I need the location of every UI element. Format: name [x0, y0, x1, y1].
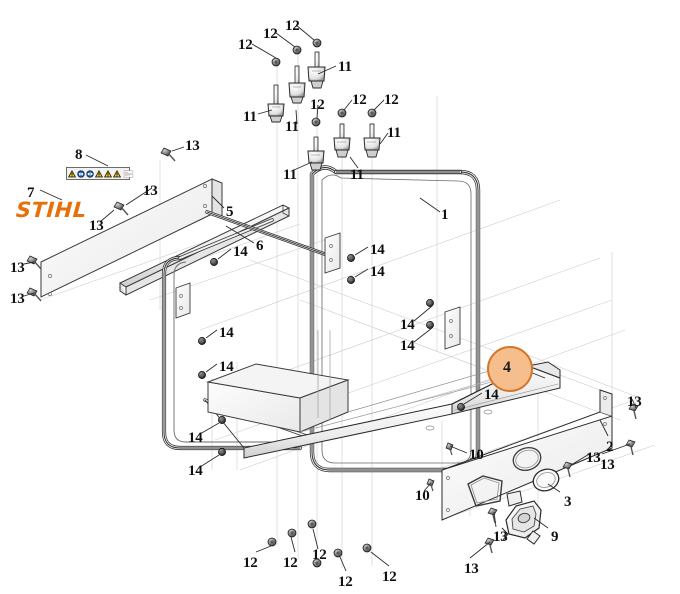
warning-triangle-icon — [95, 169, 103, 177]
callout-number-13: 13 — [600, 457, 615, 473]
text-block-icon — [123, 170, 134, 177]
callout-number-14: 14 — [370, 264, 385, 280]
callout-number-12: 12 — [310, 97, 325, 113]
callout-number-12: 12 — [243, 555, 258, 571]
callout-number-14: 14 — [400, 338, 415, 354]
callout-number-11: 11 — [338, 59, 352, 75]
callout-number-13: 13 — [89, 218, 104, 234]
callout-number-11: 11 — [283, 167, 297, 183]
callout-number-8: 8 — [75, 147, 83, 163]
callout-number-14: 14 — [233, 244, 248, 260]
callout-number-13: 13 — [627, 394, 642, 410]
base-rail-structure — [206, 330, 531, 433]
callout-number-12: 12 — [263, 26, 278, 42]
construction-lines — [39, 48, 656, 568]
callout-number-2: 2 — [606, 439, 614, 455]
read-manual-icon — [77, 169, 85, 178]
callout-number-5: 5 — [226, 204, 234, 220]
callout-number-13: 13 — [143, 183, 158, 199]
eye-protection-icon — [86, 169, 94, 178]
callout-number-13: 13 — [10, 260, 25, 276]
part-10-rivets — [426, 442, 454, 492]
frame-left-loop — [161, 218, 303, 451]
callout-number-10: 10 — [469, 447, 484, 463]
part-12-nuts — [267, 38, 377, 568]
callout-number-11: 11 — [285, 119, 299, 135]
warning-triangle-icon — [104, 169, 112, 177]
callout-number-14: 14 — [188, 463, 203, 479]
callout-number-12: 12 — [352, 92, 367, 108]
frame-mount-brackets — [324, 232, 461, 350]
callout-number-14: 14 — [400, 317, 415, 333]
callout-number-12: 12 — [382, 569, 397, 585]
callout-number-14: 14 — [219, 359, 234, 375]
callout-number-9: 9 — [551, 529, 559, 545]
callout-number-6: 6 — [256, 238, 264, 254]
part-9-clamp-bracket — [501, 490, 542, 545]
callout-number-12: 12 — [338, 574, 353, 590]
part-3-grommet — [532, 468, 560, 492]
left-loop-mount-tabs — [175, 282, 191, 319]
callout-leader-lines — [23, 24, 637, 572]
warning-triangle-icon — [68, 169, 76, 177]
callout-number-14: 14 — [370, 242, 385, 258]
callout-number-12: 12 — [285, 18, 300, 34]
callout-number-12: 12 — [312, 547, 327, 563]
callout-number-11: 11 — [387, 125, 401, 141]
callout-number-3: 3 — [564, 494, 572, 510]
warning-decal — [66, 167, 134, 180]
callout-number-12: 12 — [384, 92, 399, 108]
callout-number-11: 11 — [243, 109, 257, 125]
callout-number-14: 14 — [188, 430, 203, 446]
callout-number-14: 14 — [484, 387, 499, 403]
callout-number-11: 11 — [350, 167, 364, 183]
callout-number-10: 10 — [415, 488, 430, 504]
callout-number-1: 1 — [441, 207, 449, 223]
part-11-rubber-mounts — [267, 51, 381, 171]
callout-number-12: 12 — [283, 555, 298, 571]
callout-number-14: 14 — [219, 325, 234, 341]
callout-number-12: 12 — [238, 37, 253, 53]
callout-number-7: 7 — [27, 185, 35, 201]
part-2-side-panel — [441, 389, 613, 521]
callout-number-13: 13 — [185, 138, 200, 154]
stihl-logo-decal: STIHL — [15, 198, 88, 222]
part-14-bolts — [198, 254, 465, 456]
callout-number-13: 13 — [493, 529, 508, 545]
part-13-screws — [26, 147, 639, 554]
callout-number-13: 13 — [586, 450, 601, 466]
callout-number-13: 13 — [10, 291, 25, 307]
callout-number-13: 13 — [464, 561, 479, 577]
callout-number-4: 4 — [503, 359, 511, 376]
part-4-highlight-marker — [487, 346, 533, 392]
warning-triangle-icon — [113, 169, 121, 177]
